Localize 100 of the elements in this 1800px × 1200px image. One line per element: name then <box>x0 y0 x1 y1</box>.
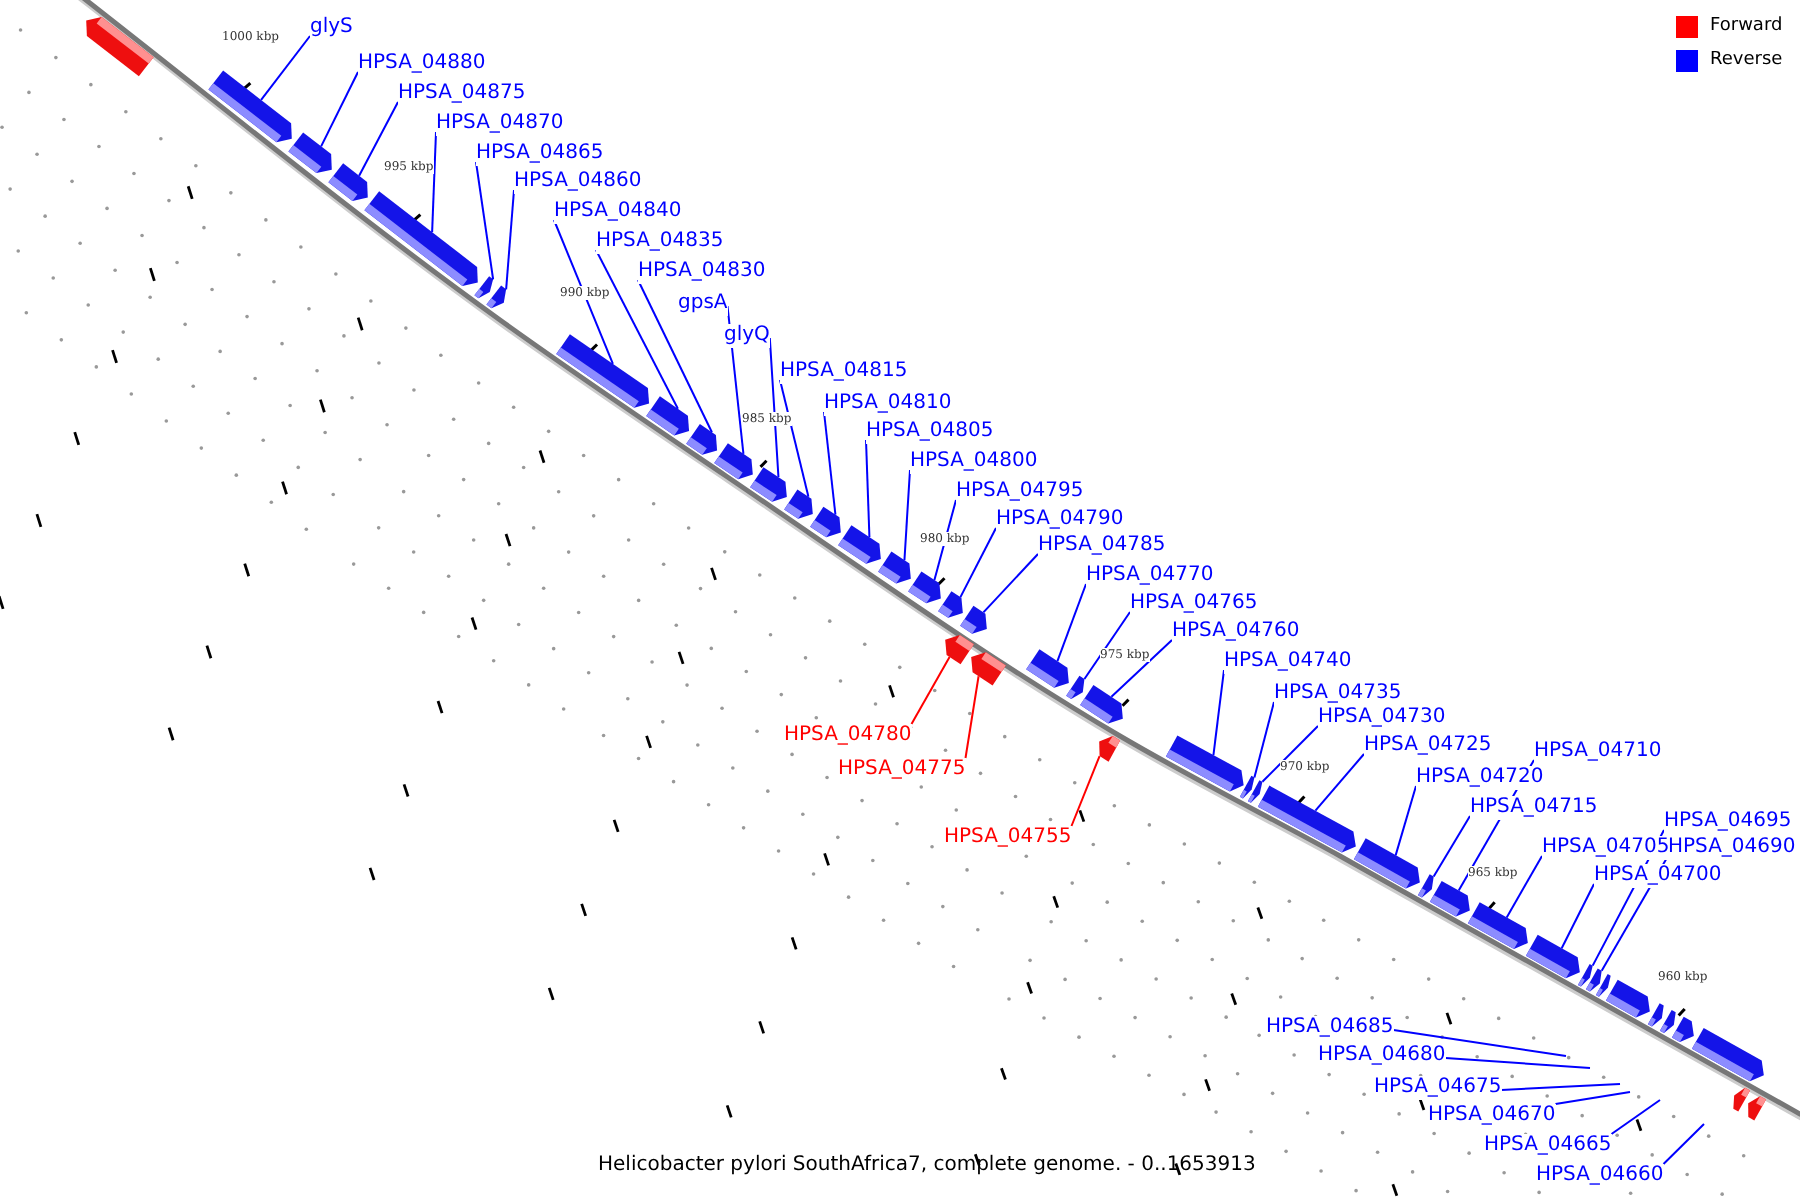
gene-label: HPSA_04680 <box>1318 1044 1446 1068</box>
gene-block <box>86 17 154 77</box>
gene-block <box>750 467 787 502</box>
leader-line <box>933 499 957 581</box>
gene-label: HPSA_04700 <box>1594 864 1722 888</box>
gene-label: HPSA_04810 <box>824 392 952 416</box>
gene-block <box>1026 649 1069 688</box>
leader-line <box>1253 701 1275 779</box>
leader-line <box>475 161 495 281</box>
gene-block <box>1467 902 1528 949</box>
gene-label: HPSA_04695 <box>1664 810 1792 834</box>
leader-line <box>595 249 679 410</box>
leader-line <box>505 189 515 291</box>
gene-label: HPSA_04830 <box>638 260 766 284</box>
leader-line <box>1314 753 1365 812</box>
gene-block <box>1595 974 1611 997</box>
gene-label: HPSA_04835 <box>596 230 724 254</box>
leader-line <box>903 469 911 562</box>
leader-line <box>320 71 359 148</box>
gene-label: HPSA_04660 <box>1536 1164 1664 1188</box>
gene-block <box>208 70 292 143</box>
gene-label: HPSA_04725 <box>1364 734 1492 758</box>
gene-label: HPSA_04675 <box>1374 1076 1502 1100</box>
gene-label: HPSA_04670 <box>1428 1104 1556 1128</box>
gene-label: HPSA_04840 <box>554 200 682 224</box>
leader-line <box>865 439 871 539</box>
gene-block <box>556 334 650 408</box>
leader-line <box>1056 583 1087 663</box>
leader-line <box>1554 1091 1631 1105</box>
gene-label: HPSA_04860 <box>514 170 642 194</box>
gene-block <box>938 591 963 618</box>
leader-line <box>1610 1099 1661 1135</box>
leader-line <box>431 131 437 234</box>
gene-label: HPSA_04775 <box>838 758 966 782</box>
leader-line <box>1110 639 1173 698</box>
leader-line <box>553 219 614 365</box>
leader-line <box>1505 855 1543 919</box>
gene-label: glyS <box>310 16 353 40</box>
leader-line <box>1070 755 1101 827</box>
leader-line <box>910 656 951 725</box>
gene-label: HPSA_04795 <box>956 480 1084 504</box>
gene-label: gpsA <box>678 292 728 316</box>
gene-block <box>1066 675 1085 699</box>
gene-label: HPSA_04785 <box>1038 534 1166 558</box>
gene-label: HPSA_04800 <box>910 450 1038 474</box>
gene-block <box>878 551 911 584</box>
leader-line <box>779 379 810 498</box>
gene-label: HPSA_04665 <box>1484 1134 1612 1158</box>
gene-block <box>328 163 368 201</box>
leader-line <box>260 35 311 101</box>
gene-label: HPSA_04805 <box>866 420 994 444</box>
gene-label: HPSA_04735 <box>1274 682 1402 706</box>
leader-line <box>959 527 997 599</box>
gene-block <box>474 276 494 299</box>
gene-block <box>945 635 974 665</box>
gene-label: HPSA_04865 <box>476 142 604 166</box>
gene-block <box>714 443 753 480</box>
gene-block <box>1080 684 1123 724</box>
leader-line <box>1444 1057 1591 1069</box>
gene-block <box>1247 780 1263 803</box>
leader-line <box>768 337 780 479</box>
gene-label: HPSA_04780 <box>784 724 912 748</box>
gene-block <box>1525 934 1580 979</box>
leader-line <box>982 553 1039 614</box>
leader-line <box>637 279 713 434</box>
gene-block <box>1165 735 1244 792</box>
gene-block <box>288 132 332 174</box>
leader-line <box>1083 611 1131 680</box>
gene-block <box>1353 838 1420 889</box>
gene-label: HPSA_04690 <box>1668 836 1796 860</box>
gene-label: HPSA_04685 <box>1266 1016 1394 1040</box>
gene-block <box>1659 1009 1676 1034</box>
leader-line <box>1500 1083 1621 1091</box>
gene-label: HPSA_04720 <box>1416 766 1544 790</box>
leader-line <box>1394 785 1417 857</box>
gene-block <box>1417 874 1434 898</box>
leader-line <box>1261 725 1319 783</box>
gene-block <box>784 489 813 519</box>
leader-line <box>358 101 399 177</box>
leader-line <box>823 411 837 516</box>
gene-block <box>1605 979 1650 1018</box>
legend-label: Reverse <box>1710 50 1783 72</box>
gene-label: glyQ <box>724 324 770 348</box>
gene-block <box>1671 1016 1694 1043</box>
gene-block <box>960 605 987 634</box>
gene-block <box>838 525 881 564</box>
gene-label: HPSA_04715 <box>1470 796 1598 820</box>
gene-block <box>1748 1096 1767 1121</box>
gene-block <box>1585 968 1602 992</box>
legend-label: Forward <box>1710 16 1783 38</box>
gene-label: HPSA_04710 <box>1534 740 1662 764</box>
gene-label: HPSA_04760 <box>1172 620 1300 644</box>
caption: Helicobacter pylori SouthAfrica7, complete genome. - 0..1653913 <box>598 1154 1256 1178</box>
gene-label: HPSA_04880 <box>358 52 486 76</box>
gene-block <box>1099 736 1121 762</box>
gene-block <box>810 506 841 538</box>
gene-block <box>646 396 690 436</box>
leader-line <box>1560 883 1595 950</box>
gene-block <box>364 191 478 286</box>
gene-label: HPSA_04870 <box>436 112 564 136</box>
